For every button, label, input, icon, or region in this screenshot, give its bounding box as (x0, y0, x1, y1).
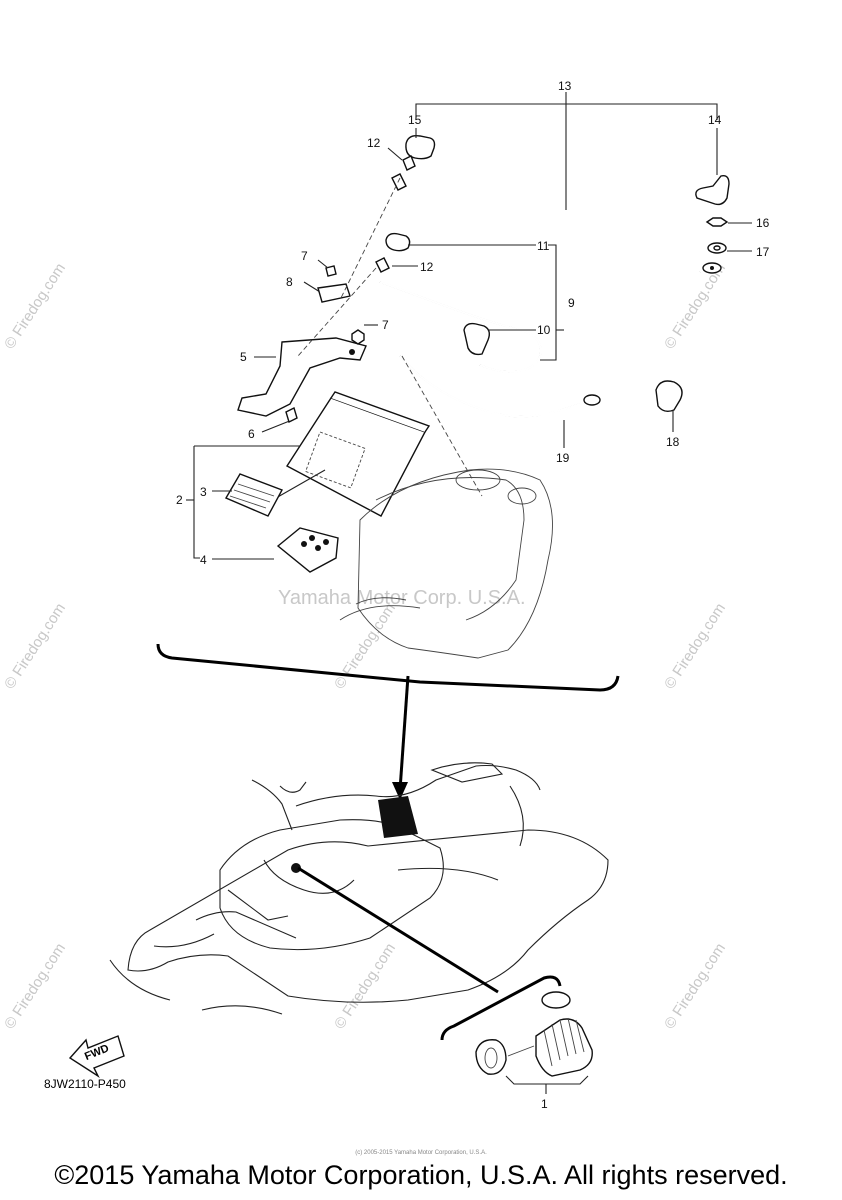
fwd-arrow-icon: FWD (68, 1035, 125, 1078)
battery-tray (339, 468, 553, 659)
cable-19 (399, 355, 601, 448)
bracket-13 (415, 92, 718, 210)
band-18 (655, 380, 683, 432)
positive-cable-14 (391, 128, 730, 288)
callout-16: 16 (756, 216, 770, 230)
callout-9: 9 (568, 296, 575, 310)
callout-11: 11 (537, 239, 550, 253)
bracket-5 (237, 324, 378, 417)
socket-leader (297, 866, 562, 1041)
watermark-group: © Firedog.com © Firedog.com © Firedog.co… (1, 260, 729, 1032)
battery-2 (186, 391, 431, 559)
leader-dashes (297, 177, 483, 497)
callout-13: 13 (558, 79, 572, 93)
callout-3: 3 (200, 485, 207, 499)
callout-4: 4 (200, 553, 207, 567)
detail-frame (156, 643, 620, 800)
callout-12b: 12 (420, 260, 434, 274)
watermark-site: © Firedog.com (1, 600, 69, 692)
callout-18: 18 (666, 435, 680, 449)
watermark-site: © Firedog.com (661, 600, 729, 692)
pack-4 (212, 527, 339, 573)
watermark-site: © Firedog.com (331, 940, 399, 1032)
socket-1 (475, 991, 593, 1094)
watermark-site: © Firedog.com (661, 940, 729, 1032)
callout-5: 5 (240, 350, 247, 364)
callout-10: 10 (537, 323, 551, 337)
battery-band-8 (303, 259, 351, 303)
watermark-center: Yamaha Motor Corp. U.S.A. (278, 587, 526, 609)
watermark-site: © Firedog.com (1, 260, 69, 352)
callout-labels: 1 2 3 4 5 6 7 7 8 9 10 11 12 12 13 14 15… (176, 79, 770, 1111)
callout-17: 17 (756, 245, 770, 259)
snowmobile (109, 762, 609, 1015)
label-3 (212, 473, 283, 517)
callout-12a: 12 (367, 136, 381, 150)
copyright-notice: ©2015 Yamaha Motor Corporation, U.S.A. A… (54, 1160, 788, 1190)
callout-14: 14 (708, 113, 722, 127)
bolt-12-top (387, 147, 416, 171)
callout-6: 6 (248, 427, 255, 441)
nut-16 (705, 217, 752, 227)
callout-19: 19 (556, 451, 570, 465)
bolt-6 (261, 407, 298, 433)
watermark-site: © Firedog.com (1, 940, 69, 1032)
callout-7b: 7 (382, 318, 389, 332)
callout-7a: 7 (301, 249, 308, 263)
washer-17 (707, 242, 752, 254)
diagram-code: 8JW2110-P450 (44, 1077, 126, 1091)
callout-1: 1 (541, 1097, 548, 1111)
callout-2: 2 (176, 493, 183, 507)
negative-cable-9 (375, 232, 564, 373)
callout-8: 8 (286, 275, 293, 289)
callout-15: 15 (408, 113, 422, 127)
terminal-cover-15 (405, 128, 436, 160)
tiny-copyright: (c) 2005-2015 Yamaha Motor Corporation, … (355, 1150, 487, 1156)
